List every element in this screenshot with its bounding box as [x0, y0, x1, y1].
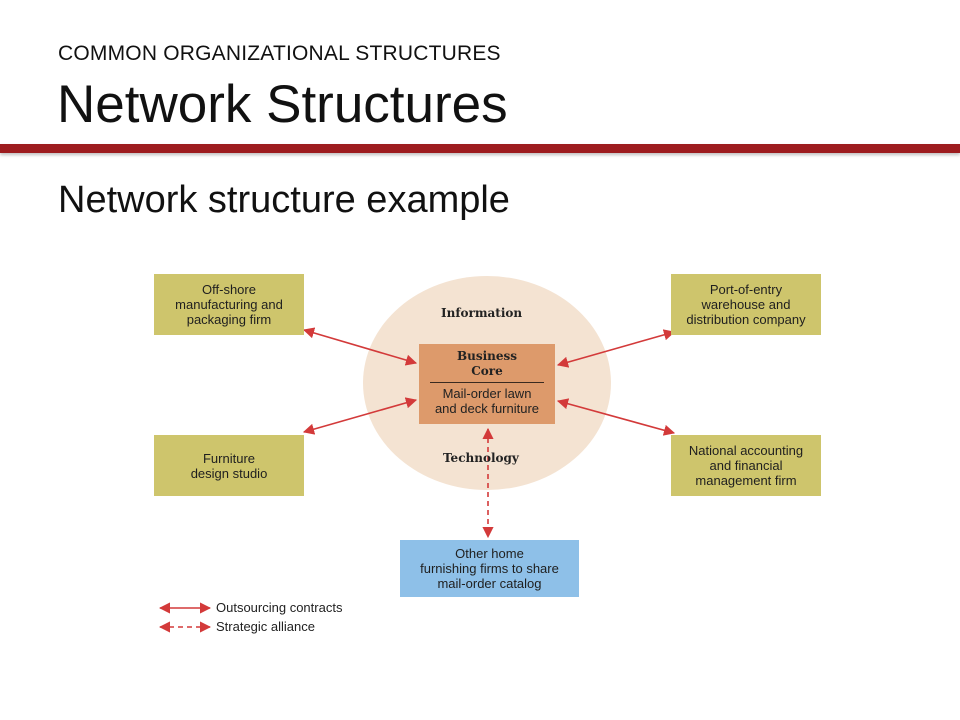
hub-bottom-label: Technology [443, 451, 519, 465]
partner-line: furnishing firms to share [420, 561, 559, 576]
core-divider [430, 382, 544, 383]
slide-kicker: COMMON ORGANIZATIONAL STRUCTURES [58, 42, 501, 65]
legend-outsourcing-label: Outsourcing contracts [216, 600, 343, 615]
partner-line: and financial [709, 458, 783, 473]
partner-box-furniture: Furniture design studio [154, 435, 304, 496]
partner-line: distribution company [686, 312, 806, 327]
partner-line: packaging firm [186, 312, 272, 327]
outsourcing-arrow-accounting [556, 398, 676, 436]
core-title-line: Core [471, 364, 503, 378]
hub-top-label: Information [441, 306, 523, 320]
core-title-line: Business [456, 349, 518, 363]
partner-box-offshore: Off-shore manufacturing and packaging fi… [154, 274, 304, 335]
core-title: Business Core [419, 349, 555, 379]
partner-line: Furniture [202, 450, 256, 466]
outsourcing-arrow-offshore [302, 327, 418, 366]
partner-box-warehouse: Port-of-entry warehouse and distribution… [671, 274, 821, 335]
partner-line: National accounting [688, 443, 804, 458]
legend-alliance-label: Strategic alliance [216, 619, 315, 634]
partner-box-accounting: National accounting and financial manage… [671, 435, 821, 496]
core-description: Mail-order lawn and deck furniture [419, 386, 555, 416]
partner-line: manufacturing and [175, 297, 283, 312]
partner-line: Off-shore [202, 282, 256, 297]
slide-subtitle: Network structure example [58, 179, 510, 221]
title-divider [0, 144, 960, 153]
outsourcing-arrow-warehouse [556, 329, 676, 368]
slide-title: Network Structures [57, 75, 508, 134]
partner-line: Port-of-entry [709, 282, 783, 297]
business-core-box: Business Core Mail-order lawn and deck f… [419, 344, 555, 424]
core-desc-line: and deck furniture [434, 401, 540, 416]
partner-line: Other home [455, 546, 524, 561]
alliance-box-furnishing: Other home furnishing firms to share mai… [400, 540, 579, 597]
partner-line: management firm [695, 473, 797, 488]
core-desc-line: Mail-order lawn [442, 386, 532, 401]
partner-line: mail-order catalog [437, 576, 542, 591]
partner-line: design studio [190, 465, 268, 481]
partner-line: warehouse and [701, 297, 791, 312]
outsourcing-arrow-furniture [302, 397, 418, 435]
